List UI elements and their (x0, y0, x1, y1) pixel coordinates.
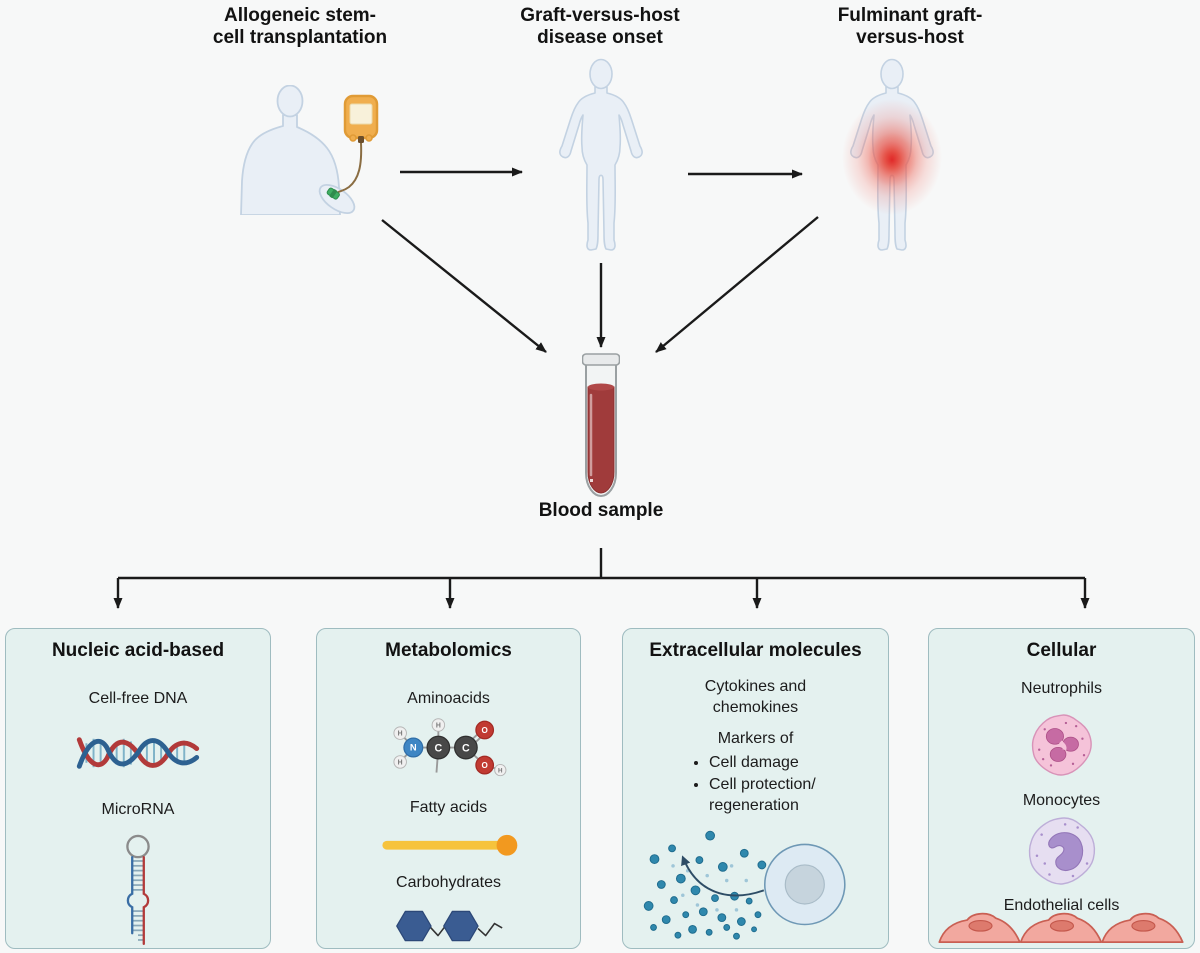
stage-title-fulminant-gvhd: Fulminant graft- versus-host (837, 5, 983, 49)
cell-nucleus (784, 863, 825, 905)
blood-fill (587, 386, 615, 494)
panel-title: Nucleic acid-based (51, 640, 225, 661)
fatty-acid-chain-icon (381, 834, 517, 856)
endothelial-cells-icon (938, 912, 1184, 943)
item-label-cell-free-dna: Cell-free DNA (88, 689, 188, 707)
panel-title: Extracellular molecules (649, 640, 862, 661)
monocyte-cell-icon (1028, 817, 1095, 885)
svg-text:C: C (434, 742, 442, 754)
blood-sample-label: Blood sample (538, 500, 664, 521)
svg-text:H: H (397, 759, 402, 766)
stage-title-transplantation: Allogeneic stem- cell transplantation (212, 5, 388, 49)
panel-cellular: Cellular Neutrophils Monocytes (928, 628, 1195, 949)
patient-receiving-infusion-icon (240, 85, 379, 215)
item-label-aminoacids: Aminoacids (407, 689, 490, 707)
amino-acid-molecule-icon: H H H H N C C O O (392, 718, 506, 777)
panel-nucleic-acid: Nucleic acid-based Cell-free DNA MicroRN… (5, 628, 271, 949)
svg-text:O: O (481, 761, 487, 770)
iv-bag-icon (343, 94, 379, 143)
patient-torso (240, 114, 341, 215)
panel-title: Metabolomics (385, 640, 512, 661)
svg-text:C: C (462, 742, 470, 754)
item-label-microrna: MicroRNA (101, 801, 175, 819)
stage-title-gvhd-onset: Graft-versus-host disease onset (520, 5, 680, 49)
secretion-arrow (680, 854, 764, 896)
svg-text:N: N (409, 743, 416, 753)
microrna-hairpin-icon (126, 835, 150, 946)
patient-head (276, 85, 304, 118)
arrow-fulminant-to-blood (655, 216, 819, 353)
arrow-transplant-to-blood (381, 219, 547, 353)
iv-needle-clip-icon (326, 187, 340, 200)
svg-text:H: H (397, 731, 402, 738)
human-body-icon (559, 58, 643, 251)
bullet-cell-damage: Cell damage (709, 752, 888, 773)
blood-tube-icon (582, 353, 620, 498)
svg-text:O: O (481, 726, 487, 735)
panel-metabolomics: Metabolomics Aminoacids H H (316, 628, 581, 949)
human-body-inflamed-icon (842, 58, 942, 251)
item-label-carbohydrates: Carbohydrates (396, 874, 501, 892)
dna-double-helix-icon (76, 737, 200, 769)
item-label-neutrophils: Neutrophils (1021, 679, 1102, 697)
panel-title: Cellular (1026, 640, 1097, 661)
bullet-cell-protection: Cell protection/ regeneration (709, 774, 888, 816)
svg-text:H: H (498, 768, 503, 775)
item-label-monocytes: Monocytes (1022, 791, 1101, 809)
svg-text:H: H (435, 722, 440, 729)
cytokine-secreting-cell-icon (643, 830, 846, 940)
item-label-cytokines: Cytokines and chemokines (704, 677, 807, 716)
panel-extracellular: Extracellular molecules Cytokines and ch… (622, 628, 889, 949)
carbohydrate-rings-icon (396, 911, 503, 942)
item-label-fatty-acids: Fatty acids (409, 798, 488, 816)
neutrophil-cell-icon (1031, 714, 1092, 776)
item-label-markers-of: Markers of (717, 730, 794, 748)
markers-bullet-list: Cell damage Cell protection/ regeneratio… (623, 751, 888, 817)
item-label-endothelial: Endothelial cells (1003, 897, 1120, 915)
